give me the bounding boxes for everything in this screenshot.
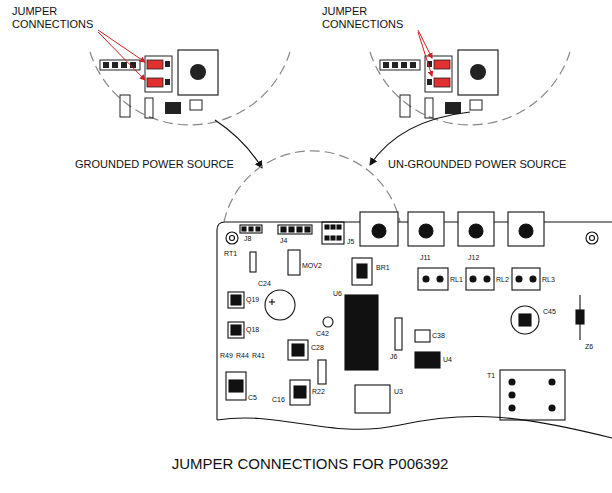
part-label: U6: [333, 290, 342, 298]
part-label: RL3: [542, 276, 555, 284]
leader-lines: [98, 30, 432, 80]
part-label: C16: [272, 396, 285, 404]
pcb-board: [217, 212, 612, 438]
part-label: Q18: [246, 326, 259, 334]
part-label: C5: [248, 394, 257, 402]
view-label: UN-GROUNDED POWER SOURCE: [388, 158, 566, 171]
part-label: J12: [468, 254, 479, 262]
part-label: R44: [236, 352, 249, 360]
zoom-ungrounded: [370, 50, 570, 125]
part-label: J4: [280, 237, 287, 245]
part-label: J11: [420, 254, 431, 262]
part-label: U4: [443, 356, 452, 364]
part-label: R22: [312, 388, 325, 396]
part-label: R41: [252, 352, 265, 360]
view-label: GROUNDED POWER SOURCE: [75, 158, 234, 171]
part-label: J5: [347, 238, 354, 246]
part-label: Q19: [246, 296, 259, 304]
part-label: C45: [543, 308, 556, 316]
part-label: C38: [432, 332, 445, 340]
part-label: RL2: [496, 276, 509, 284]
part-label: U3: [394, 388, 403, 396]
part-label: RL1: [450, 276, 463, 284]
part-label: C28: [311, 344, 324, 352]
part-label: MOV2: [302, 262, 322, 270]
part-label: BR1: [376, 264, 390, 272]
leader-label: JUMPER CONNECTIONS: [12, 5, 104, 30]
figure-caption: JUMPER CONNECTIONS FOR P006392: [172, 455, 449, 472]
part-label: R49: [220, 352, 233, 360]
part-label: Z6: [585, 343, 593, 351]
zoom-arc: [224, 151, 400, 222]
part-label: J6: [390, 353, 397, 361]
part-label: T1: [487, 372, 495, 380]
zoom-grounded: [90, 50, 290, 125]
leader-label: JUMPER CONNECTIONS: [322, 5, 414, 30]
part-label: C42: [316, 330, 329, 338]
part-label: J8: [244, 235, 251, 243]
part-label: RT1: [224, 250, 237, 258]
part-label: C24: [258, 280, 271, 288]
